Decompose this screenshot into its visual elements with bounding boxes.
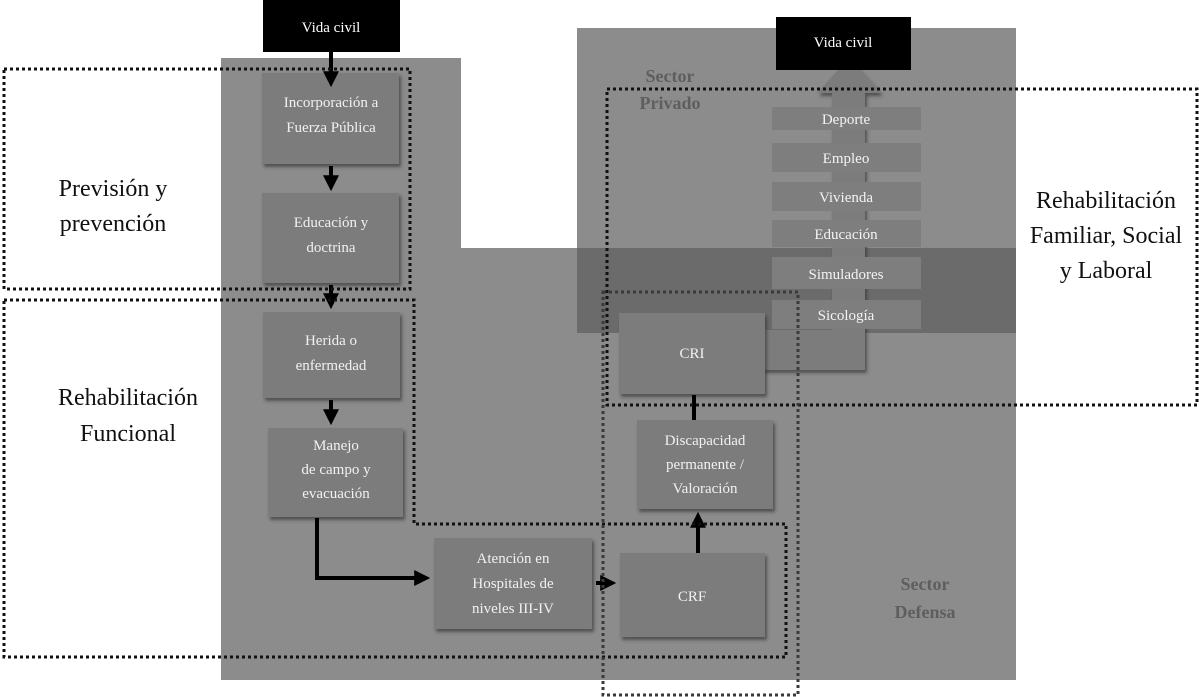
service-label: Educación	[814, 227, 878, 243]
zone-prevision-label-line2: prevención	[60, 211, 167, 237]
zone-rehab-familiar-label-line1: Rehabilitación	[1036, 188, 1176, 214]
service-item: Empleo	[772, 143, 921, 172]
step-incorporacion: Incorporación a Fuerza Pública	[262, 73, 399, 164]
step-label: Manejo	[313, 438, 359, 454]
step-label: doctrina	[306, 240, 355, 256]
service-item: Sicología	[772, 300, 921, 329]
sector-defensa-label-line1: Sector	[901, 574, 950, 594]
sector-privado-label-line2: Privado	[640, 93, 701, 113]
zone-rehab-familiar-label-line3: y Laboral	[1060, 258, 1153, 284]
transition-zone-outline	[601, 290, 800, 697]
zone-rehab-funcional-label-line2: Funcional	[80, 421, 176, 447]
step-label: enfermedad	[296, 358, 367, 374]
service-item: Deporte	[772, 107, 921, 130]
step-label: evacuación	[302, 486, 370, 502]
step-crf: CRF	[620, 553, 765, 637]
step-label: Incorporación a	[284, 95, 379, 111]
support-services: Deporte Empleo Vivienda Educación Simula…	[772, 107, 921, 329]
step-label: Educación y	[294, 215, 369, 231]
service-label: Deporte	[822, 112, 871, 128]
start-terminal-label: Vida civil	[302, 20, 361, 36]
service-item: Simuladores	[772, 257, 921, 289]
zone-rehab-familiar-outline	[605, 87, 1199, 407]
service-label: Vivienda	[819, 190, 873, 206]
end-terminal: Vida civil	[776, 17, 911, 70]
end-terminal-label: Vida civil	[814, 35, 873, 51]
service-label: Sicología	[818, 308, 875, 324]
zone-prevision-outline	[2, 67, 412, 291]
step-manejo: Manejo de campo y evacuación	[268, 428, 403, 517]
step-label: niveles III-IV	[472, 601, 554, 617]
step-label: de campo y	[301, 462, 371, 478]
step-label: Hospitales de	[472, 576, 554, 592]
zone-prevision-label-line1: Previsión y	[59, 176, 168, 202]
step-label: CRF	[678, 589, 706, 605]
arrow-right-icon	[315, 518, 431, 586]
service-label: Simuladores	[809, 267, 884, 283]
step-label: Discapacidad	[665, 433, 746, 449]
step-discapacidad: Discapacidad permanente / Valoración	[637, 420, 773, 509]
step-label: permanente /	[666, 457, 745, 473]
service-item: Vivienda	[772, 182, 921, 211]
service-label: Empleo	[823, 151, 870, 167]
step-label: Herida o	[305, 333, 357, 349]
step-atencion: Atención en Hospitales de niveles III-IV	[434, 538, 592, 629]
zone-rehab-familiar-label-line2: Familiar, Social	[1030, 223, 1183, 249]
service-item: Educación	[772, 220, 921, 247]
sector-privado-label-line1: Sector	[646, 66, 695, 86]
step-herida: Herida o enfermedad	[263, 312, 400, 398]
arrow-up-icon	[817, 58, 881, 93]
step-label: Fuerza Pública	[286, 120, 376, 136]
sector-defensa-label-line2: Defensa	[895, 602, 956, 622]
step-label: Valoración	[673, 481, 738, 497]
zone-rehab-funcional-label-line1: Rehabilitación	[58, 385, 198, 411]
flow-arrows	[315, 52, 706, 591]
step-cri: CRI	[619, 313, 765, 394]
start-terminal: Vida civil	[263, 0, 400, 52]
zone-rehab-funcional-outline	[2, 298, 788, 659]
step-label: CRI	[679, 346, 704, 362]
step-educacion-doctrina: Educación y doctrina	[262, 193, 399, 283]
step-label: Atención en	[477, 551, 550, 567]
